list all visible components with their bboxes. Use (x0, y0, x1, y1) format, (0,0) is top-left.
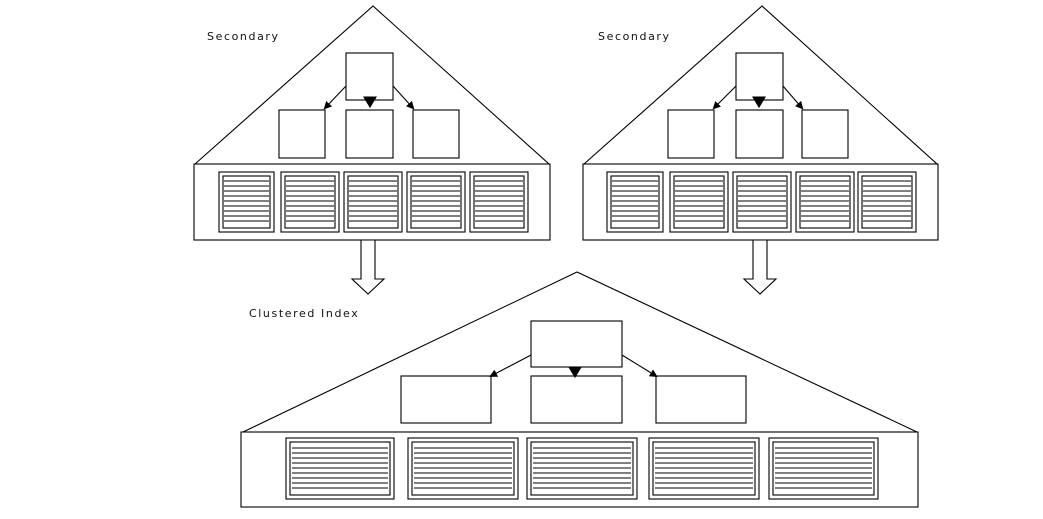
child-node (667, 109, 715, 159)
pointer-arrow (782, 85, 804, 110)
child-node (345, 109, 394, 159)
child-node (530, 375, 623, 424)
leaf-page (218, 171, 275, 233)
leaf-page (469, 171, 529, 233)
root-node (345, 52, 394, 101)
down-arrow-right (742, 239, 778, 295)
pointer-arrow (392, 85, 415, 110)
secondary-index-left (193, 5, 551, 241)
leaf-page (280, 171, 340, 233)
pointer-arrow (363, 96, 377, 109)
pointer-arrow (323, 85, 347, 110)
leaf-page (526, 437, 638, 500)
child-node (801, 109, 849, 159)
clustered-index (240, 271, 919, 508)
leaf-page (648, 437, 760, 500)
root-node (530, 320, 623, 368)
pointer-arrow (621, 354, 658, 378)
leaf-page (732, 171, 792, 233)
leaf-page (343, 171, 403, 233)
clustered-index-label: Clustered Index (249, 307, 359, 320)
leaf-page (669, 171, 729, 233)
leaf-page (407, 437, 519, 500)
secondary-label-left: Secondary (207, 30, 280, 43)
secondary-index-right (582, 5, 939, 241)
pointer-arrow (489, 354, 532, 377)
root-node (735, 52, 784, 101)
leaf-page (768, 437, 879, 500)
leaf-page (606, 171, 664, 233)
leaf-page (406, 171, 466, 233)
child-node (278, 109, 326, 159)
child-node (735, 109, 784, 159)
child-node (412, 109, 460, 159)
pointer-arrow (712, 85, 737, 110)
leaf-page (285, 437, 395, 500)
child-node (400, 375, 492, 424)
child-node (655, 375, 747, 424)
secondary-label-right: Secondary (598, 30, 671, 43)
down-arrow-left (350, 239, 386, 295)
pointer-arrow (752, 96, 766, 109)
leaf-page (857, 171, 917, 233)
pointer-arrow (568, 366, 582, 379)
leaf-page (795, 171, 855, 233)
